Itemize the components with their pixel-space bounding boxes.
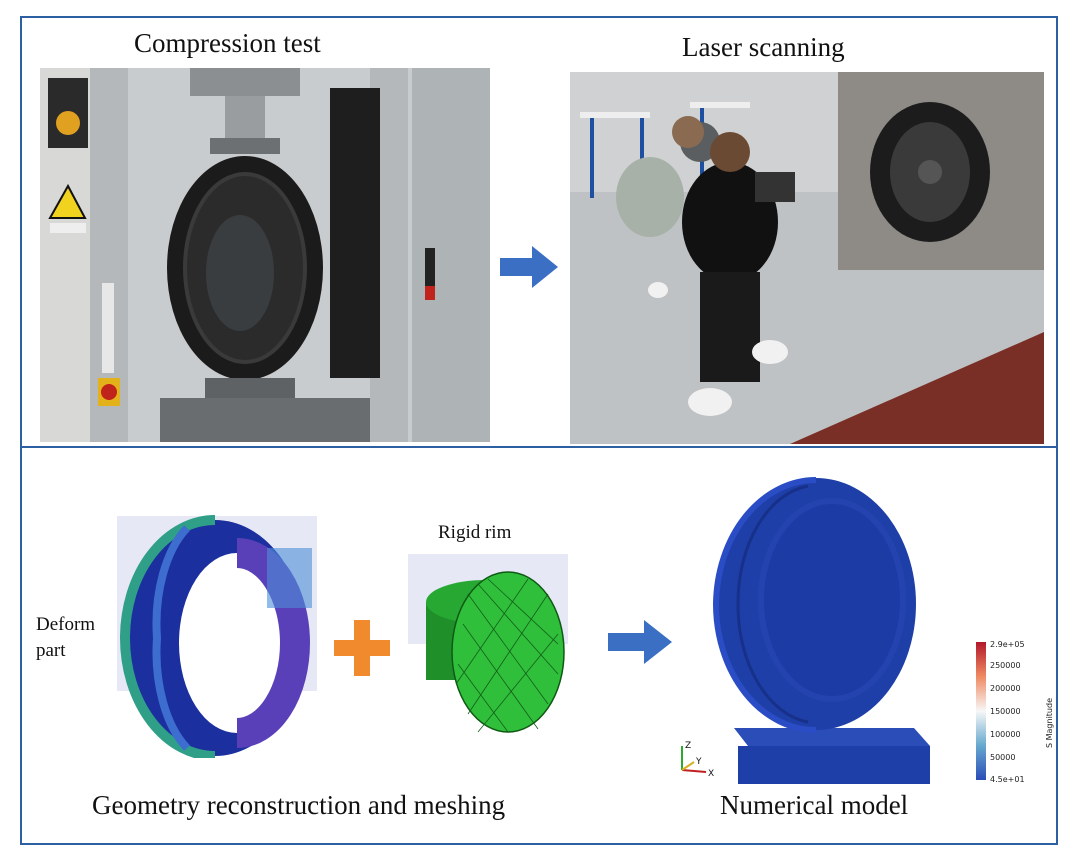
colorbar-tick-0: 2.9e+05 (990, 640, 1025, 649)
laser-scanning-caption: Laser scanning (682, 32, 845, 62)
bottom-flow-arrow (608, 620, 674, 664)
numerical-model-caption: Numerical model (720, 790, 909, 820)
bottom-panel: Deform part Rigid rim (20, 446, 1058, 845)
compression-test-photo (40, 68, 490, 442)
deform-part-label-line1: Deform (36, 614, 96, 635)
colorbar-tick-3: 150000 (990, 707, 1021, 716)
numerical-model-image (708, 476, 934, 786)
color-bar-legend: 2.9e+05 250000 200000 150000 100000 5000… (972, 638, 1058, 788)
deform-part-label-line2: part (36, 640, 66, 661)
top-flow-arrow (500, 246, 560, 288)
colorbar-tick-1: 250000 (990, 661, 1021, 670)
colorbar-title: S Magnitude (1045, 698, 1054, 748)
axes-triad: Z Y X (670, 738, 720, 782)
colorbar-tick-5: 50000 (990, 753, 1015, 762)
axis-x-label: X (708, 769, 714, 779)
plus-icon (334, 620, 390, 676)
colorbar-tick-6: 4.5e+01 (990, 775, 1025, 784)
axis-y-label: Y (695, 757, 702, 767)
laser-scanning-photo (570, 72, 1044, 444)
rigid-rim-mesh-image (408, 554, 568, 736)
colorbar-tick-4: 100000 (990, 730, 1021, 739)
tire-mesh-image (117, 508, 317, 758)
rigid-rim-label: Rigid rim (438, 522, 512, 543)
top-panel: Compression test Laser scanning (20, 16, 1058, 448)
colorbar-tick-2: 200000 (990, 684, 1021, 693)
axis-z-label: Z (685, 741, 691, 751)
geometry-meshing-caption: Geometry reconstruction and meshing (92, 790, 506, 820)
compression-test-caption: Compression test (134, 28, 321, 58)
